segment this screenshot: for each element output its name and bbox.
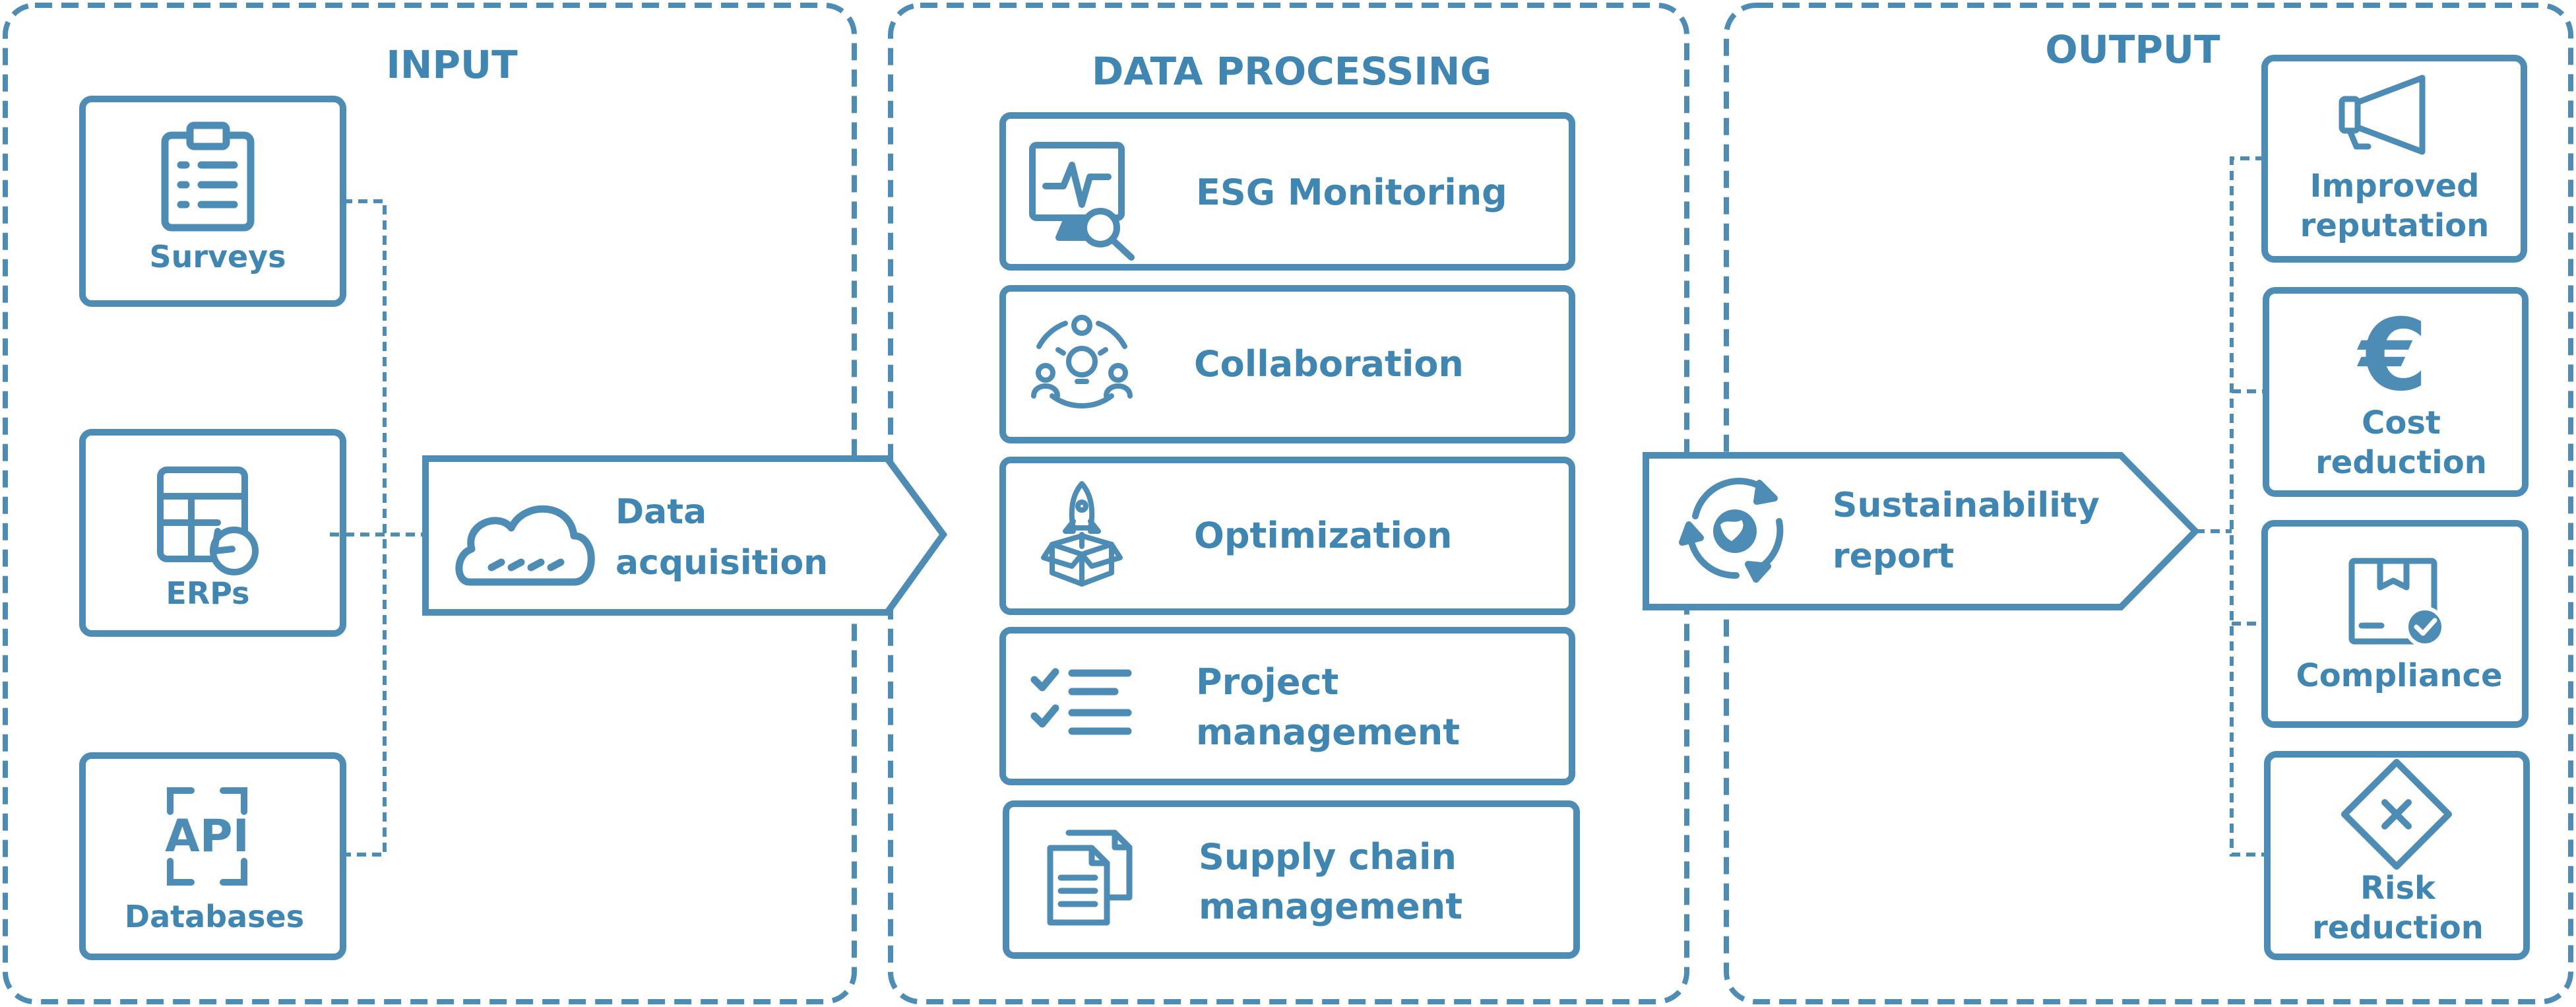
input-erps: ERPs — [79, 429, 346, 637]
process-label-optimization: Optimization — [1194, 515, 1452, 556]
monitor-search-icon — [1029, 142, 1135, 261]
process-label-project-line1: Project — [1196, 661, 1338, 703]
output-label-risk-line2: reduction — [2312, 909, 2484, 946]
process-optimization: Optimization — [999, 457, 1575, 615]
euro-icon: € — [2357, 298, 2428, 413]
erp-refresh-icon — [157, 467, 259, 575]
documents-icon — [1047, 829, 1133, 926]
data-acquisition-arrow: Data acquisition — [422, 455, 948, 616]
output-label-reputation-line1: Improved — [2309, 168, 2479, 205]
process-label-supply-line1: Supply chain — [1199, 836, 1457, 878]
process-label-project-line2: management — [1196, 711, 1460, 753]
process-label-supply-line2: management — [1199, 886, 1462, 927]
process-supply-chain: Supply chain management — [1003, 800, 1580, 959]
api-icon-text: API — [165, 810, 249, 862]
cloud-icon — [455, 505, 595, 586]
connector-surveys — [343, 199, 387, 857]
team-idea-icon — [1031, 315, 1133, 408]
process-project-management: Project management — [999, 627, 1575, 785]
package-check-icon — [2348, 558, 2445, 647]
output-cost-reduction: € Cost reduction — [2263, 287, 2529, 497]
input-databases: API Databases — [79, 752, 346, 960]
output-label-risk-line1: Risk — [2360, 870, 2436, 907]
api-icon: API — [165, 787, 249, 886]
checklist-icon — [1030, 668, 1132, 735]
connector-output-bus — [2230, 156, 2267, 857]
output-label-reputation-line2: reputation — [2300, 207, 2490, 244]
report-label-line2: report — [1833, 536, 1954, 576]
process-label-esg-monitoring: ESG Monitoring — [1196, 172, 1507, 213]
rocket-box-icon — [1041, 481, 1123, 587]
report-label-line1: Sustainability — [1833, 486, 2100, 525]
output-label-cost-line2: reduction — [2315, 444, 2487, 481]
globe-cycle-icon — [1679, 478, 1784, 583]
process-esg-monitoring: ESG Monitoring — [999, 112, 1575, 271]
input-label-surveys: Surveys — [149, 239, 286, 275]
clipboard-icon — [161, 121, 255, 232]
process-label-collaboration: Collaboration — [1194, 343, 1464, 385]
input-surveys: Surveys — [79, 96, 346, 307]
output-risk-reduction: Risk reduction — [2264, 751, 2530, 960]
output-improved-reputation: Improved reputation — [2261, 55, 2527, 263]
input-label-databases: Databases — [125, 899, 304, 934]
megaphone-icon — [2339, 75, 2426, 155]
sustainability-report-arrow: Sustainability report — [1643, 452, 2201, 610]
input-label-erps: ERPs — [166, 575, 249, 611]
output-compliance: Compliance — [2261, 520, 2529, 728]
acquisition-label-line2: acquisition — [615, 543, 828, 583]
output-label-compliance: Compliance — [2296, 657, 2502, 694]
section-title-output: OUTPUT — [2045, 27, 2220, 72]
output-label-cost-line1: Cost — [2362, 405, 2441, 441]
section-title-processing: DATA PROCESSING — [1092, 49, 1492, 94]
acquisition-label-line1: Data — [615, 492, 707, 532]
process-collaboration: Collaboration — [999, 285, 1575, 443]
section-title-input: INPUT — [386, 42, 518, 87]
risk-diamond-icon — [2341, 759, 2452, 870]
